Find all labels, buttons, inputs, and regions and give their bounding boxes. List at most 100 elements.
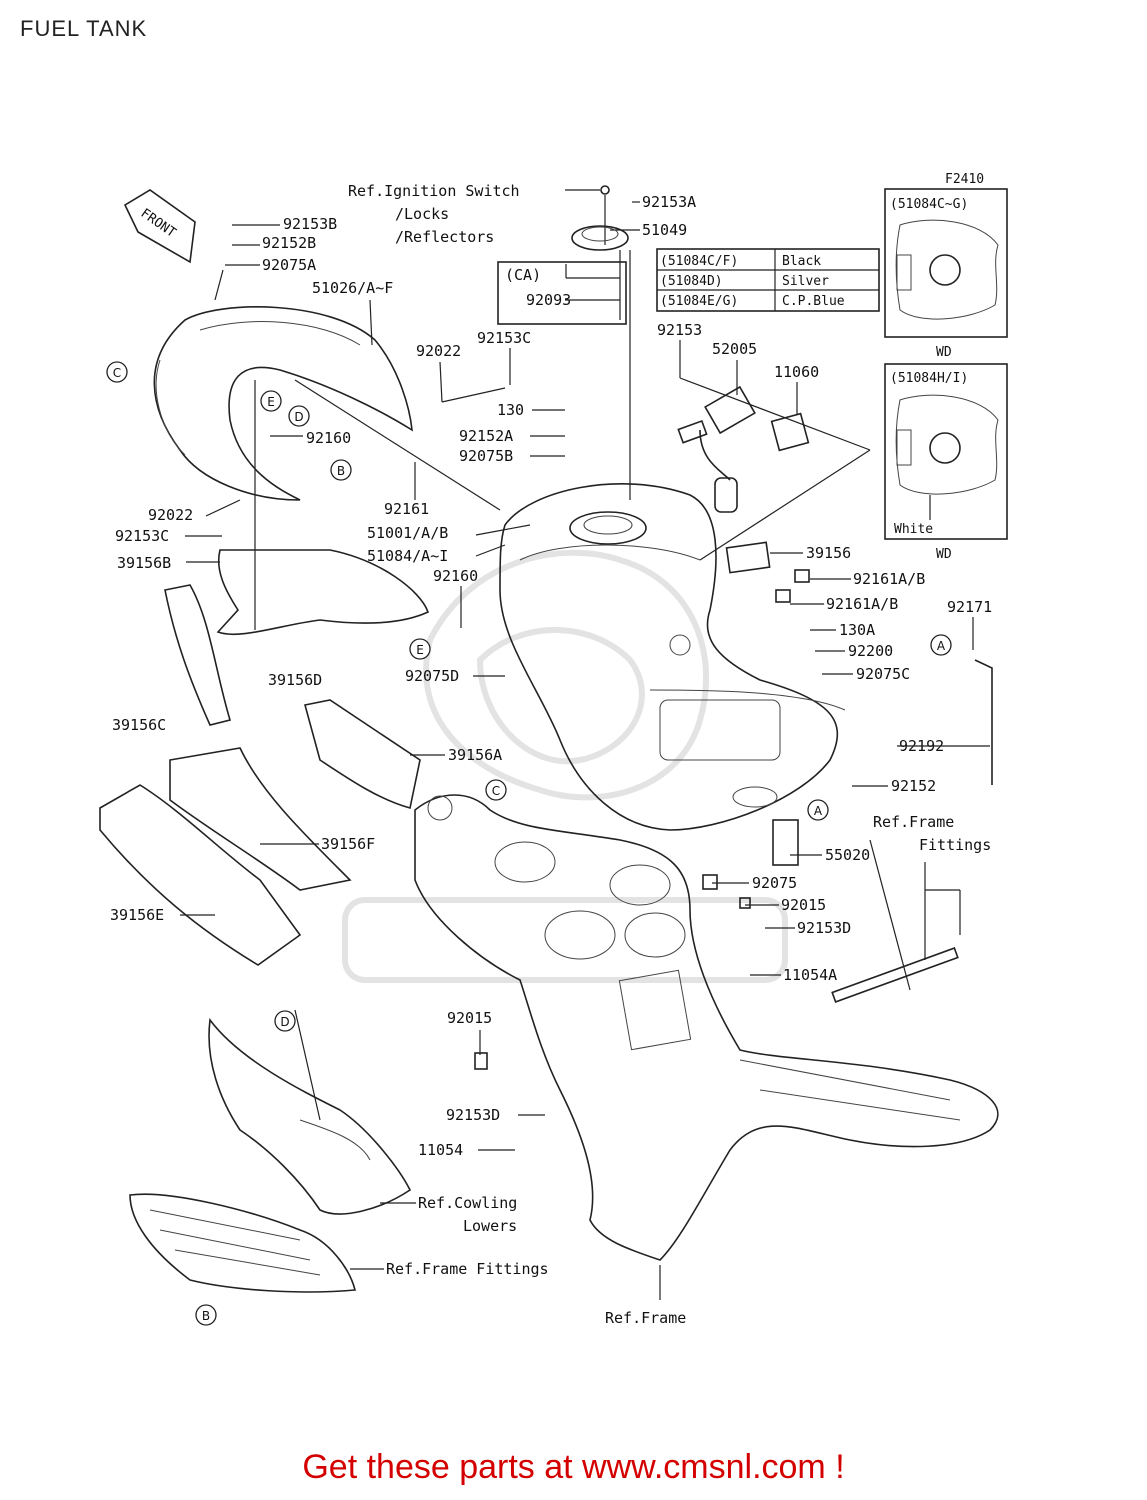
label-52005: 52005 (712, 340, 757, 358)
marker-e-1: E (260, 390, 282, 412)
label-92153A: 92153A (642, 193, 696, 211)
ref-frame-fittings-1: Ref.Frame (873, 813, 954, 831)
marker-e-2: E (409, 638, 431, 660)
label-92153: 92153 (657, 321, 702, 339)
inset2-caption: WD (936, 547, 952, 562)
ref-frame-fittings-2: Fittings (919, 836, 991, 854)
label-39156B: 39156B (117, 554, 171, 572)
svg-text:C: C (492, 784, 500, 798)
inset-51084c-g: (51084C~G) WD (884, 188, 1008, 360)
ref-cowling-2: Lowers (463, 1217, 517, 1235)
svg-text:E: E (416, 643, 424, 657)
footer-promo: Get these parts at www.cmsnl.com ! (302, 1448, 845, 1486)
label-11054: 11054 (418, 1141, 463, 1159)
label-92022-top: 92022 (416, 342, 461, 360)
svg-text:B: B (202, 1309, 210, 1323)
ref-frame-fittings-bottom: Ref.Frame Fittings (386, 1260, 549, 1278)
label-92075D: 92075D (405, 667, 459, 685)
color-code-1: (51084C/F) (660, 254, 738, 269)
label-39156C: 39156C (112, 716, 166, 734)
label-92075B: 92075B (459, 447, 513, 465)
ca-label: (CA) (505, 266, 541, 284)
marker-d-1: D (288, 405, 310, 427)
label-92022-left: 92022 (148, 506, 193, 524)
label-39156: 39156 (806, 544, 851, 562)
marker-c-2: C (485, 779, 507, 801)
watermark (342, 549, 788, 983)
color-name-2: Silver (782, 274, 829, 289)
ref-ignition-1: Ref.Ignition Switch (348, 182, 520, 200)
label-92161A-1: 92161A/B (853, 570, 925, 588)
lower-cowl (129, 1017, 412, 1293)
marker-b-1: B (330, 459, 352, 481)
svg-text:A: A (814, 804, 823, 818)
leader-lines (180, 189, 990, 1300)
label-92161: 92161 (384, 500, 429, 518)
label-51001: 51001/A/B (367, 524, 448, 542)
svg-text:D: D (280, 1015, 289, 1029)
label-92093: 92093 (526, 291, 571, 309)
svg-text:D: D (294, 410, 303, 424)
label-51026: 51026/A~F (312, 279, 393, 297)
label-92015-right: 92015 (781, 896, 826, 914)
label-92075C: 92075C (856, 665, 910, 683)
front-arrow-icon: FRONT (123, 189, 196, 264)
marker-a-1: A (930, 634, 952, 656)
svg-text:E: E (267, 395, 275, 409)
label-39156A: 39156A (448, 746, 502, 764)
label-92152A: 92152A (459, 427, 513, 445)
label-130A: 130A (839, 621, 875, 639)
inset-51084h-i: (51084H/I) White WD (884, 363, 1008, 562)
inset1-title: (51084C~G) (890, 197, 968, 212)
label-92075A: 92075A (262, 256, 316, 274)
fuel-pump (677, 385, 810, 513)
color-name-1: Black (782, 254, 821, 269)
label-39156E: 39156E (110, 906, 164, 924)
svg-text:A: A (937, 639, 946, 653)
ca-box: (CA) (497, 261, 627, 325)
ref-ignition-2: /Locks (395, 205, 449, 223)
label-92153D-left: 92153D (446, 1106, 500, 1124)
label-92152B: 92152B (262, 234, 316, 252)
svg-text:B: B (337, 464, 345, 478)
upper-cowl (153, 306, 413, 501)
label-51084: 51084/A~I (367, 547, 448, 565)
color-table: (51084C/F) Black (51084D) Silver (51084E… (656, 248, 880, 312)
fuel-tank (499, 483, 846, 831)
frame (414, 794, 999, 1261)
label-92075: 92075 (752, 874, 797, 892)
circle-markers: C E D B E A A C D B (106, 361, 952, 1326)
label-92160-mid: 92160 (433, 567, 478, 585)
fuel-cap (571, 185, 629, 251)
marker-d-2: D (274, 1010, 296, 1032)
inset2-color: White (894, 522, 933, 537)
label-92200: 92200 (848, 642, 893, 660)
color-code-3: (51084E/G) (660, 294, 738, 309)
label-92015-left: 92015 (447, 1009, 492, 1027)
label-130: 130 (497, 401, 524, 419)
label-92153C-top: 92153C (477, 329, 531, 347)
label-51049: 51049 (642, 221, 687, 239)
svg-text:C: C (113, 366, 121, 380)
label-92153D-right: 92153D (797, 919, 851, 937)
ref-cowling-1: Ref.Cowling (418, 1194, 517, 1212)
part-labels: 92153A 51049 92093 92153 52005 11060 921… (110, 193, 992, 1159)
label-92161A-2: 92161A/B (826, 595, 898, 613)
color-name-3: C.P.Blue (782, 294, 845, 309)
figure-code: F2410 (945, 172, 984, 187)
label-92160-top: 92160 (306, 429, 351, 447)
page-title: FUEL TANK (20, 16, 148, 41)
inset2-title: (51084H/I) (890, 371, 968, 386)
label-11054A: 11054A (783, 966, 837, 984)
label-11060: 11060 (774, 363, 819, 381)
marker-b-2: B (195, 1304, 217, 1326)
marker-c-1: C (106, 361, 128, 383)
label-39156D: 39156D (268, 671, 322, 689)
ref-ignition-3: /Reflectors (395, 228, 494, 246)
label-92153B: 92153B (283, 215, 337, 233)
label-92171: 92171 (947, 598, 992, 616)
marker-a-2: A (807, 799, 829, 821)
ref-frame: Ref.Frame (605, 1309, 686, 1327)
color-code-2: (51084D) (660, 274, 723, 289)
